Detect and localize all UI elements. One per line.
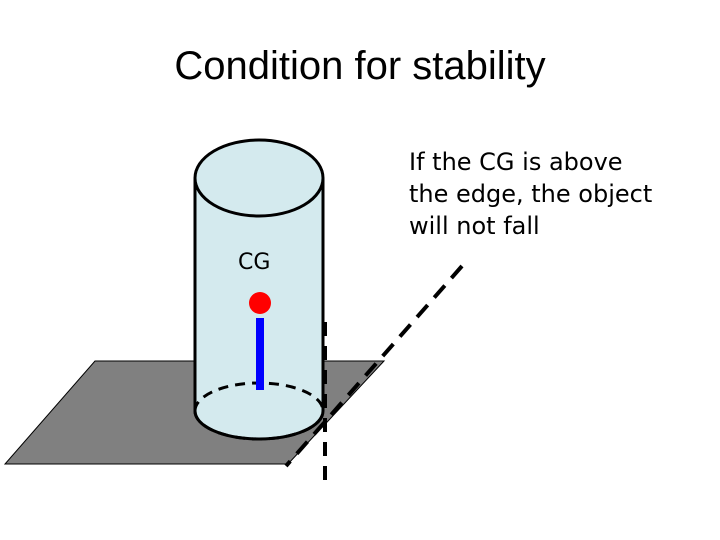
cylinder-bottom-front-edge	[193, 410, 325, 441]
cg-marker	[249, 292, 271, 314]
tilt-dashed-line	[284, 264, 464, 468]
caption-line-2: the edge, the object	[409, 180, 653, 208]
cylinder-top	[193, 138, 325, 218]
caption-line-1: If the CG is above	[409, 148, 623, 176]
slide-title: Condition for stability	[174, 44, 546, 88]
stability-caption: If the CG is above the edge, the object …	[409, 146, 699, 242]
cg-label: CG	[238, 250, 271, 275]
caption-line-3: will not fall	[409, 212, 540, 240]
